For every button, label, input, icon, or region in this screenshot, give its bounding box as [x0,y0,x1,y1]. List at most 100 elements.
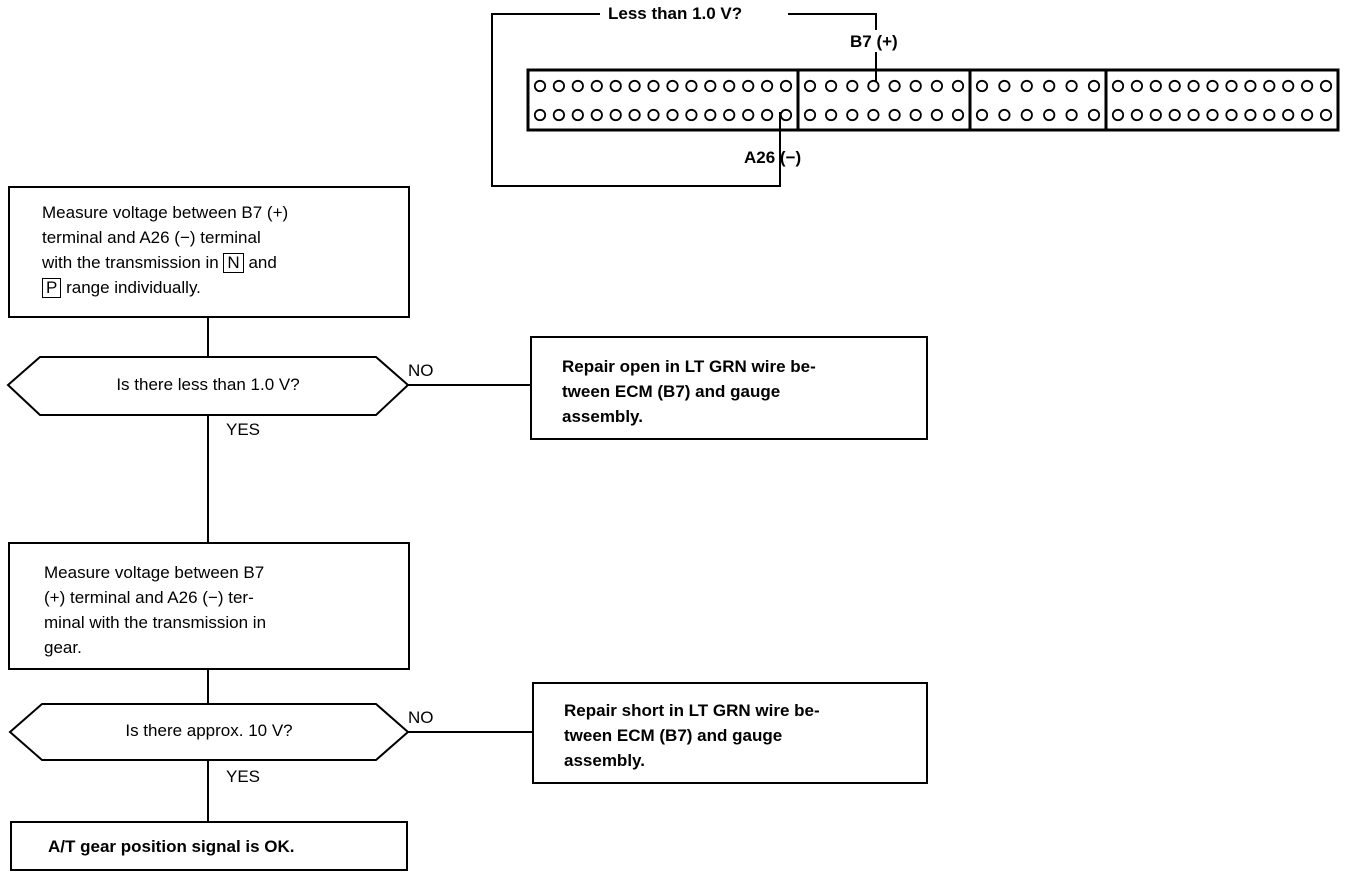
repair1-line1: Repair open in LT GRN wire be- [562,357,816,376]
connector-pin [647,79,660,93]
connector-pin [779,79,793,93]
connector-pin [1282,79,1295,93]
connector-pin [1319,79,1333,93]
connector-pin [888,79,901,93]
connector-pin [1319,108,1333,122]
connector-pin [1130,79,1144,93]
connector-pin [1187,108,1200,122]
decision1-yes: YES [226,420,261,439]
result-text: A/T gear position signal is OK. [48,837,295,856]
decision1-shape [6,356,410,416]
connector-pin [628,79,641,93]
connector-pin [533,79,547,93]
range-n-box: N [223,253,244,273]
repair2-line1: Repair short in LT GRN wire be- [564,701,820,720]
plus-terminal-label: B7 (+) [850,32,898,51]
connector-pins [533,79,1333,122]
connector-pin [867,79,880,93]
connector-pin [1020,108,1033,122]
decision2-no: NO [408,708,434,727]
connector-pin [1206,108,1219,122]
connector-pin [975,79,989,93]
connector-pin [1149,79,1162,93]
repair1-box: Repair open in LT GRN wire be- tween ECM… [530,336,928,440]
step2-line1: Measure voltage between B7 [44,563,265,582]
connector-pin [571,108,584,122]
connector-pin [909,79,922,93]
range-p-box: P [42,278,62,298]
connector-pin [1087,79,1101,93]
connector-pin [1187,79,1200,93]
connector-pin [533,108,547,122]
connector-pin [666,79,679,93]
meter-lead-plus [491,13,781,187]
connector-pin [685,79,698,93]
connector-pin [930,108,944,122]
connector-pin [723,79,736,93]
step2-line4: gear. [44,638,82,657]
connector-pin [867,108,880,122]
repair2-box: Repair short in LT GRN wire be- tween EC… [532,682,928,784]
step2-box: Measure voltage between B7 (+) terminal … [8,542,410,670]
connector-pin [571,79,584,93]
connector-pin [1244,108,1257,122]
connector-pin [742,79,755,93]
connector-pin [1020,79,1033,93]
repair1-line3: assembly. [562,407,643,426]
repair2-line3: assembly. [564,751,645,770]
connector-pin [951,108,965,122]
connector-pin [803,79,817,93]
step1-line3: with the transmission in N and [42,253,277,273]
connector-pin [998,79,1011,93]
connector-pin [742,108,755,122]
decision1-question: Is there less than 1.0 V? [116,375,300,394]
step2-line3: minal with the transmission in [44,613,267,632]
connector-pin [723,108,736,122]
connector-pin [930,79,944,93]
step1-line2: terminal and A26 (−) terminal [42,228,261,247]
connector-pin [590,79,603,93]
connector-pin [1301,79,1314,93]
connector-pin [824,79,838,93]
connector-pin [609,108,622,122]
connector-pin [1043,79,1056,93]
meter-lead-top [788,13,877,30]
connector-pin [1087,108,1101,122]
decision2-question: Is there approx. 10 V? [125,721,293,740]
connector-pin [1065,108,1078,122]
connector-pin [1225,79,1238,93]
connector-pin [666,108,679,122]
connector-pin [975,108,989,122]
decision2-shape [8,703,410,761]
connector-pin [1225,108,1238,122]
connector-pin [1043,108,1056,122]
result-box: A/T gear position signal is OK. [10,821,408,871]
connector-top-label: Less than 1.0 V? [606,4,745,24]
decision2-yes: YES [226,767,261,786]
connector-pin [951,79,965,93]
connector-pin [1301,108,1314,122]
minus-terminal-label: A26 (−) [744,148,802,167]
connector-pin [1282,108,1295,122]
connector-pin [998,108,1011,122]
step2-line2: (+) terminal and A26 (−) ter- [44,588,254,607]
connector-pin [846,108,859,122]
step1-box: Measure voltage between B7 (+) terminal … [8,186,410,318]
connector-pin [760,79,774,93]
connector-pin [1263,79,1276,93]
connector-pin [704,108,717,122]
step1-line1: Measure voltage between B7 (+) [42,203,289,222]
decision1-no: NO [408,361,434,380]
connector-pin [1168,108,1181,122]
connector-pin [647,108,660,122]
connector-pin [590,108,603,122]
connector-pin [1111,108,1125,122]
repair2-line2: tween ECM (B7) and gauge [564,726,783,745]
connector-pin [1065,79,1078,93]
connector-pin [1130,108,1144,122]
ecm-connector [526,68,1340,132]
connector-pin [1111,79,1125,93]
connector-pin [803,108,817,122]
repair1-line2: tween ECM (B7) and gauge [562,382,781,401]
